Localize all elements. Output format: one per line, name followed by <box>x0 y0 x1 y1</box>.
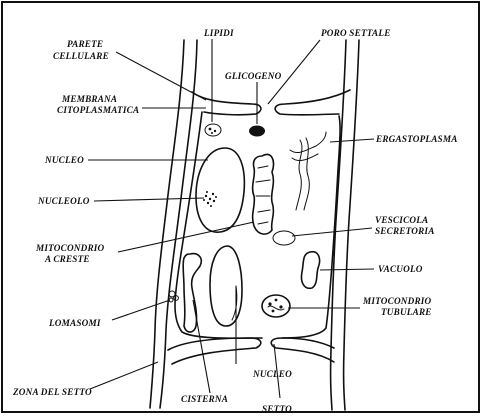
vacuole <box>301 252 319 289</box>
label-nucleo-top: NUCLEO <box>44 155 84 165</box>
cisterna <box>183 254 201 332</box>
lower-nucleus <box>210 246 242 326</box>
label-cisterna: CISTERNA <box>181 394 228 404</box>
label-lomasomi: LOMASOMI <box>48 318 101 328</box>
label-secretoria: SECRETORIA <box>375 226 435 236</box>
label-glicogeno: GLICOGENO <box>225 71 282 81</box>
label-membrana: MEMBRANA <box>61 94 117 104</box>
tubular-mitochondrion <box>262 295 290 317</box>
cell-wall-left <box>150 40 197 408</box>
label-vescicola: VESCICOLA <box>375 215 428 225</box>
label-mitocondrio: MITOCONDRIO <box>35 243 105 253</box>
label-parete: PARETE <box>67 39 103 49</box>
bottom-septum <box>168 338 334 364</box>
label-ergastoplasma: ERGASTOPLASMA <box>375 134 458 144</box>
label-citoplasmatica: CITOPLASMATICA <box>57 105 139 115</box>
lipid-droplet <box>205 124 221 136</box>
label-cellulare: CELLULARE <box>53 51 109 61</box>
lomasomes <box>169 291 178 302</box>
labels: PARETE CELLULARE LIPIDI PORO SETTALE GLI… <box>12 28 458 414</box>
label-mitocondrio-tub: MITOCONDRIO <box>362 296 432 306</box>
label-nucleolo: NUCLEOLO <box>37 196 90 206</box>
upper-nucleus <box>196 148 244 232</box>
cristate-mitochondrion <box>253 154 274 234</box>
label-zona-del-setto: ZONA DEL SETTO <box>12 387 92 397</box>
label-vacuolo: VACUOLO <box>378 264 423 274</box>
secretory-vesicle <box>273 231 295 245</box>
label-lipidi: LIPIDI <box>203 28 234 38</box>
glycogen-granule <box>249 126 265 137</box>
nucleolus <box>203 191 217 207</box>
label-a-creste: A CRESTE <box>44 254 90 264</box>
ergastoplasm <box>290 132 326 210</box>
label-tubulare: TUBULARE <box>381 307 432 317</box>
label-setto: SETTO <box>262 404 292 414</box>
top-septum <box>192 90 350 115</box>
label-nucleo-bottom: NUCLEO <box>252 369 292 379</box>
label-poro-settale: PORO SETTALE <box>321 28 391 38</box>
